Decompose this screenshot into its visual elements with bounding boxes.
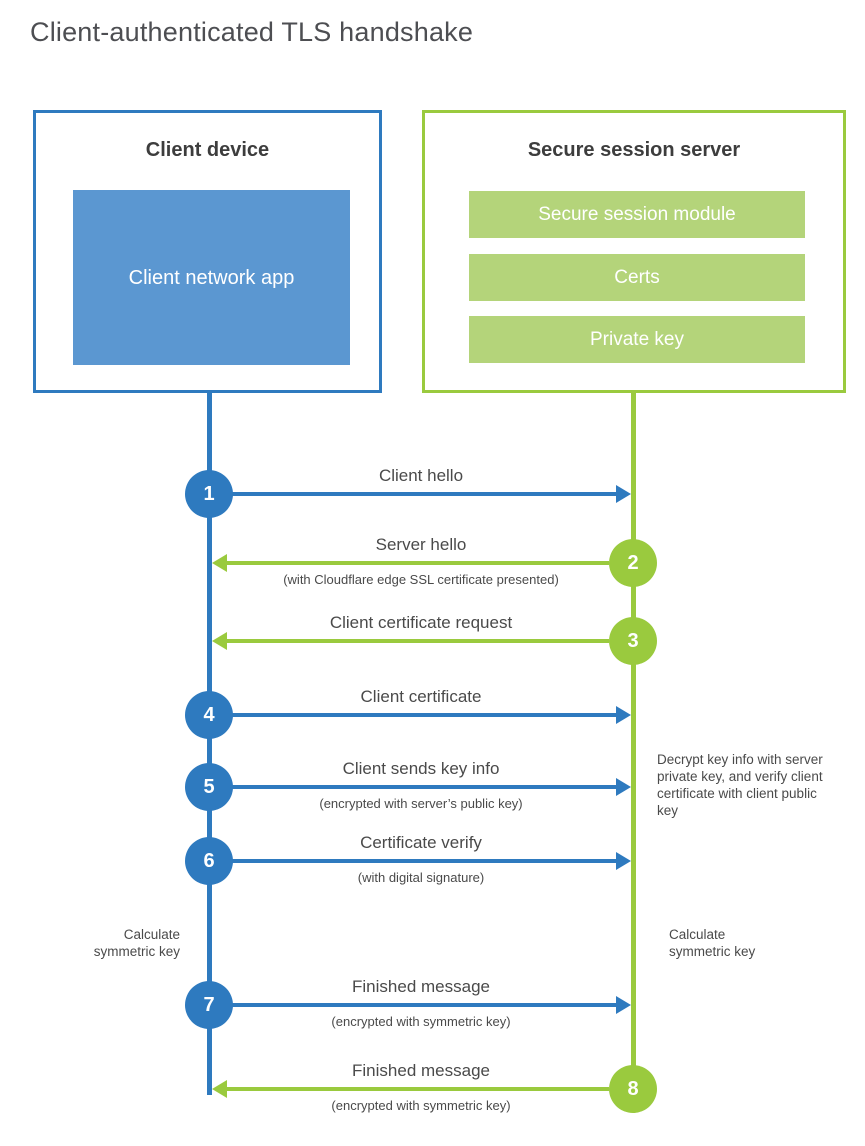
server-module-certs: Certs	[469, 254, 805, 301]
step-8-badge: 8	[609, 1065, 657, 1113]
step-3-label: Client certificate request	[329, 613, 513, 632]
step-6-label: Certificate verify	[360, 833, 482, 852]
client-lifeline	[207, 392, 212, 1095]
step-6-sublabel: (with digital signature)	[357, 870, 485, 885]
server-module-private-key: Private key	[469, 316, 805, 363]
step-1-badge: 1	[185, 470, 233, 518]
step-1-arrow	[232, 485, 631, 503]
calculate-symmetric-key-client: Calculate symmetric key	[93, 927, 180, 959]
step-3-number: 3	[627, 629, 639, 652]
step-8-arrow	[212, 1080, 609, 1098]
server-box-title: Secure session server	[527, 139, 741, 161]
calculate-symmetric-key-server: Calculate symmetric key	[669, 927, 756, 959]
server-module-secure-session: Secure session module	[469, 191, 805, 238]
step-5-number: 5	[203, 775, 215, 798]
client-network-app-block: Client network app	[73, 190, 350, 365]
page-title: Client-authenticated TLS handshake	[30, 17, 474, 47]
step-2-badge: 2	[609, 539, 657, 587]
step-4-badge: 4	[185, 691, 233, 739]
step-4-label: Client certificate	[360, 687, 482, 706]
step-6-number: 6	[203, 849, 215, 872]
step-1-number: 1	[203, 482, 215, 505]
step-7-badge: 7	[185, 981, 233, 1029]
secure-session-server-box: Secure session server Secure session mod…	[422, 110, 846, 393]
server-lifeline	[631, 392, 636, 1089]
step-1-label: Client hello	[378, 466, 464, 485]
client-device-box: Client device Client network app	[33, 110, 382, 393]
step-8-sublabel: (encrypted with symmetric key)	[331, 1098, 511, 1113]
step-4-number: 4	[203, 703, 215, 726]
step-2-number: 2	[627, 551, 639, 574]
step-2-arrow	[212, 554, 609, 572]
step-2-label: Server hello	[375, 535, 467, 554]
step-8-number: 8	[627, 1077, 639, 1100]
decrypt-key-note: Decrypt key info with server private key…	[657, 752, 823, 818]
step-3-arrow	[212, 632, 609, 650]
step-7-number: 7	[203, 993, 215, 1016]
step-5-arrow	[232, 778, 631, 796]
step-5-sublabel: (encrypted with server’s public key)	[319, 796, 523, 811]
step-6-arrow	[232, 852, 631, 870]
step-2-sublabel: (with Cloudflare edge SSL certificate pr…	[283, 572, 559, 587]
step-5-label: Client sends key info	[342, 759, 500, 778]
step-4-arrow	[232, 706, 631, 724]
step-6-badge: 6	[185, 837, 233, 885]
client-device-title: Client device	[145, 139, 270, 161]
client-network-app-label: Client network app	[128, 266, 295, 289]
step-7-arrow	[232, 996, 631, 1014]
step-8-label: Finished message	[352, 1061, 490, 1080]
step-5-badge: 5	[185, 763, 233, 811]
step-3-badge: 3	[609, 617, 657, 665]
step-7-sublabel: (encrypted with symmetric key)	[331, 1014, 511, 1029]
step-7-label: Finished message	[352, 977, 490, 996]
